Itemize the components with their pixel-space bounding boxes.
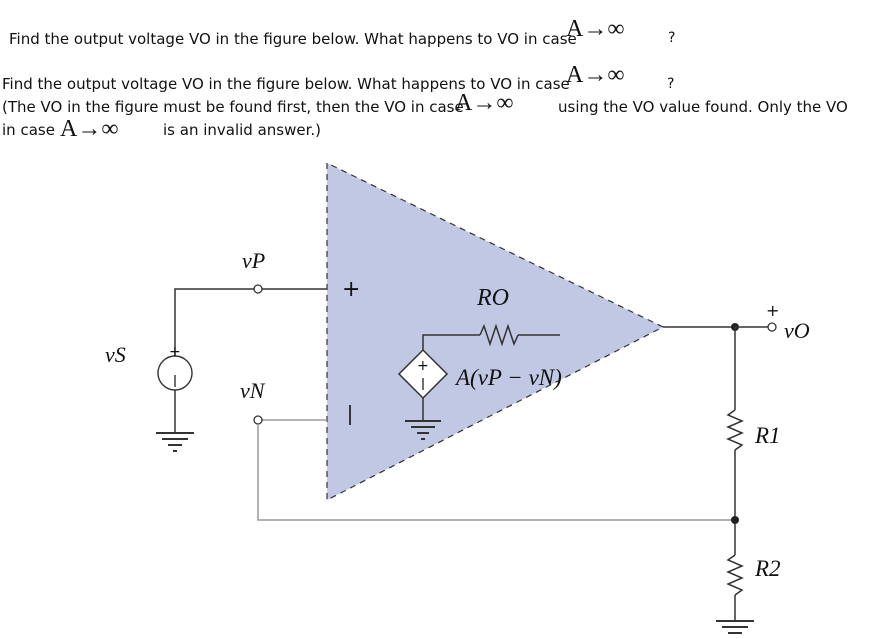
label-vp: vP: [242, 248, 265, 273]
dep-source-plus: +: [417, 358, 429, 374]
note-line-d: is an invalid answer.): [163, 121, 322, 139]
note-line-b: using the VO value found. Only the VO: [558, 98, 848, 116]
vo-terminal: [767, 322, 777, 332]
feedback-node: [731, 516, 739, 524]
question-mark-2: ?: [667, 76, 675, 92]
source-plus: +: [169, 344, 181, 360]
label-vs: vS: [105, 342, 126, 367]
label-vo: vO: [784, 318, 810, 343]
limit-expression-1: A→∞: [566, 16, 625, 42]
limit-expression-2: A→∞: [566, 62, 625, 88]
opamp-triangle: [326, 162, 665, 501]
wire-vs-to-vp: [174, 288, 258, 373]
vn-terminal: [253, 415, 263, 425]
ground-symbol-1: [156, 432, 194, 452]
resistor-ro: [479, 323, 519, 347]
label-r2: R2: [754, 556, 781, 581]
vp-terminal: [253, 284, 263, 294]
wire-feedback: [257, 424, 735, 521]
opamp-plus-sign: +: [342, 277, 360, 302]
label-gain: A(vP − vN): [454, 365, 562, 390]
label-r1: R1: [754, 423, 781, 448]
resistor-r1: [726, 409, 744, 451]
vo-plus: +: [766, 301, 779, 320]
note-line-a: (The VO in the figure must be found firs…: [2, 98, 464, 116]
label-vn: vN: [240, 378, 266, 403]
label-ro: RO: [476, 285, 509, 311]
question-line-1: Find the output voltage VO in the figure…: [9, 30, 577, 48]
limit-expression-3: A→∞: [455, 90, 514, 116]
ground-symbol-3: [716, 620, 754, 634]
ground-symbol-2: [405, 420, 441, 440]
note-line-c: in case: [2, 121, 55, 139]
question-mark-1: ?: [668, 30, 676, 46]
limit-expression-4: A→∞: [60, 116, 119, 142]
question-line-2: Find the output voltage VO in the figure…: [2, 75, 570, 93]
resistor-r2: [726, 554, 744, 596]
